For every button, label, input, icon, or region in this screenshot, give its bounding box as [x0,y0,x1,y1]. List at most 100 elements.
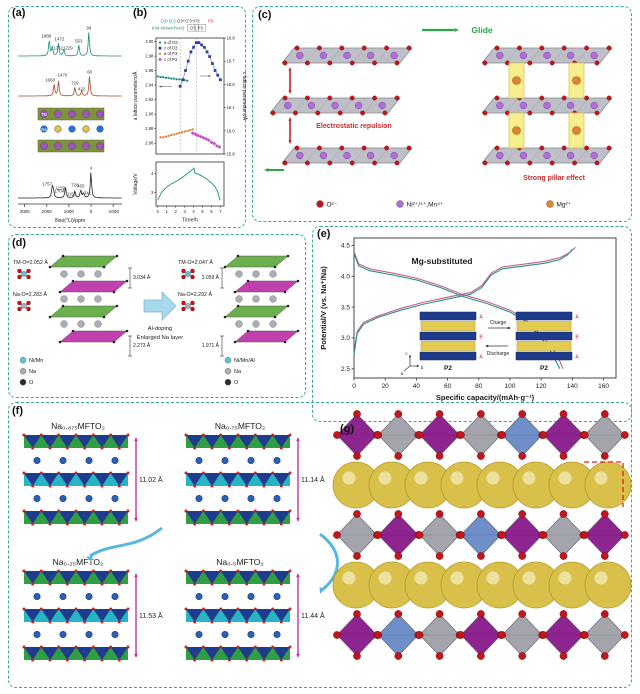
time-xlabel: Time/h [182,218,198,224]
legend-label: Na [29,369,37,375]
svg-text:3: 3 [183,209,186,214]
gcd-curve [353,248,573,356]
svg-text:1470: 1470 [58,73,68,78]
octahedra-row [333,610,629,660]
svg-text:3.0: 3.0 [341,335,350,342]
panel-c-legend: O²⁻Ni²⁺/⁴⁺,Mn⁴⁺Mg²⁺ [316,200,572,208]
svg-text:60: 60 [444,383,452,390]
svg-text:c: c [405,351,408,356]
tm-o-left: TM-O=2.052 Å [13,259,48,266]
glide-arrow: Glide [264,25,493,172]
svg-text:728: 728 [71,183,79,188]
structure-before-doping: TM-O=2.052 ÅNa-O=2.283 Å3.034 Å2.273 ÅNi… [13,254,151,386]
svg-text:99: 99 [86,26,91,31]
na-layer-spheres [332,561,632,609]
gcd-curve [353,253,561,369]
legend-label: Ni²⁺/⁴⁺,Mn⁴⁺ [407,201,444,208]
phase-region-label: O'3 [190,26,197,31]
panel-g-layered-structure [332,410,632,660]
legend-label: c of O3 [164,46,178,51]
voltage-ylabel: Voltage/V [133,173,139,195]
svg-text:3: 3 [151,190,154,195]
legend-label: a of O3 [164,40,178,45]
na-layer-spheres [332,461,632,509]
lattice-series [178,41,222,88]
charge-label: Charge [490,320,507,326]
structure-after-doping: TM-O=2.047 ÅNa-O=2.292 Å3.059 Å1.971 ÅNi… [178,254,300,386]
na-label: Na [41,127,47,132]
svg-text:-1000: -1000 [107,209,119,214]
svg-text:0: 0 [157,209,160,214]
interlayer-spacing: 11.44 Å [301,611,325,620]
interlayer-spacing: 11.14 Å [301,475,325,484]
stack-letter: A [575,315,579,321]
svg-text:40: 40 [413,383,421,390]
interlayer-spacing: 11.53 Å [139,611,163,620]
panel-group-ab-border [8,6,246,228]
svg-text:1: 1 [166,209,169,214]
structure-formula: Na₀.₂₅MFTO₂ [53,557,104,567]
svg-text:1229: 1229 [63,46,73,51]
svg-text:3.5: 3.5 [341,304,350,311]
distance-label: 3.034 Å [133,274,151,281]
svg-text:4: 4 [192,209,195,214]
glide-structure: Electrostatic repulsion [269,45,413,166]
panel-e-border [312,226,632,422]
svg-text:80: 80 [475,383,483,390]
svg-text:4.5: 4.5 [341,243,350,250]
panel-d-al-doping-schematic: TM-O=2.052 ÅNa-O=2.283 Å3.034 Å2.273 ÅNi… [13,254,300,386]
panel-label-c: (c) [258,9,272,21]
stack-letter: B [575,335,579,341]
svg-text:2.94: 2.94 [145,83,154,88]
svg-text:2000: 2000 [42,209,53,214]
svg-text:341: 341 [84,191,92,196]
svg-text:1000: 1000 [64,209,75,214]
svg-text:2.96: 2.96 [145,68,154,73]
na-o-right: Na-O=2.292 Å [178,291,212,298]
legend-label: a of P3 [164,51,178,56]
svg-text:160: 160 [598,383,609,390]
svg-text:16.8: 16.8 [227,36,236,41]
structure-formula: Na₀.₈₇₅MFTO₂ [51,421,105,431]
svg-text:1159: 1159 [56,186,66,191]
discharge-label: Discharge [487,351,510,357]
svg-text:2: 2 [175,209,178,214]
lattice-series [190,131,222,149]
svg-text:4: 4 [90,166,93,171]
phase-region-label: O3+O'3 [161,19,176,24]
legend-label: O [234,380,239,386]
distance-label: 1.971 Å [202,342,220,349]
legend-label: Mg²⁺ [557,201,572,208]
legend-label: Na [234,369,242,375]
panel-c-border [252,6,632,222]
svg-text:1757: 1757 [42,182,52,187]
svg-text:140: 140 [567,383,578,390]
gcd-xlabel: Specific capacity/(mAh·g⁻¹) [436,393,535,402]
svg-text:1888: 1888 [41,34,51,39]
structure-formula: Na₀.₅MFTO₂ [216,557,263,567]
svg-text:3000: 3000 [20,209,31,214]
stack-letter: A [479,315,483,321]
svg-text:2.5: 2.5 [341,366,350,373]
phase-region-label: P3 [198,26,204,31]
arrow-label-1: Al-doping [148,326,173,332]
svg-text:422: 422 [78,87,86,92]
svg-text:15.8: 15.8 [227,152,236,157]
legend-label: Ni/Mn/Al [234,358,255,364]
arrow-label-2: Enlarged Na layer [137,335,183,341]
legend-label: c of P3 [164,57,178,62]
lattice-ylabel-left: a lattice parameters/Å [132,71,139,120]
highlight-dash [584,461,624,507]
phase-region-label: O3+O'3+P3 [177,19,200,24]
